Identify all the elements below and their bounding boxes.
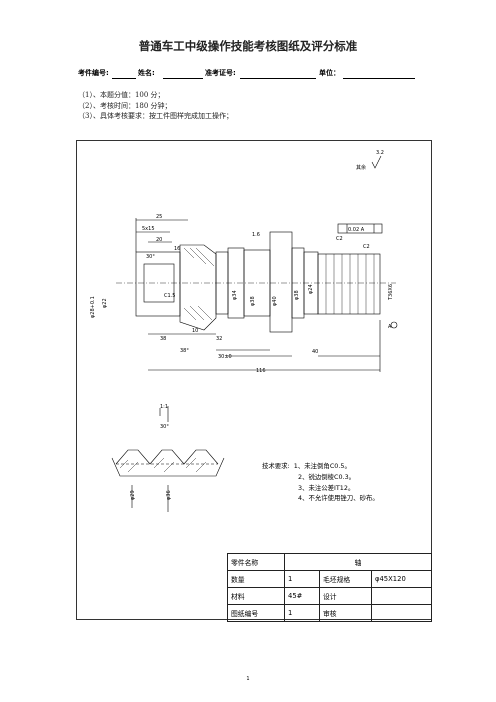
dim-38b: 38° <box>180 348 189 354</box>
dim-16: 16 <box>174 246 180 252</box>
dim-angle-30: 30° <box>146 254 155 260</box>
name-blank[interactable] <box>163 78 203 79</box>
cert-no-blank[interactable] <box>240 78 316 79</box>
dim-20: 20 <box>156 237 162 243</box>
unit-label: 单位： <box>319 69 340 77</box>
dim-d6: φ40 <box>272 296 278 306</box>
dim-d4: φ34 <box>232 290 238 300</box>
tech-item-1: 1、未注倒角C0.5。 <box>293 462 351 470</box>
review-value[interactable] <box>371 604 432 622</box>
note-score: （1）、本题分值：100 分； <box>78 91 165 99</box>
dim-38-bore: 38 <box>160 336 166 342</box>
dim-d5: φ38 <box>250 296 256 306</box>
dim-10: 10 <box>192 328 198 334</box>
page-title: 普通车工中级操作技能考核图纸及评分标准 <box>138 39 358 53</box>
tech-title: 技术要求: <box>262 462 290 470</box>
dim-c15: C1.5 <box>164 293 175 299</box>
material-value: 45# <box>284 587 320 605</box>
part-name: 轴 <box>284 553 432 571</box>
dim-32: 32 <box>216 336 222 342</box>
dim-40: 40 <box>312 349 318 355</box>
detail-d2: φ36 <box>166 490 172 500</box>
exam-notes: （1）、本题分值：100 分； （2）、考核时间：180 分钟； （3）、具体考… <box>78 90 233 122</box>
blank-label: 毛坯规格 <box>319 570 372 588</box>
shaft-drawing: 其余 3.2 25 5x15 20 16 30° C1.5 10 38 38° … <box>90 150 398 512</box>
dim-d1: φ28+0.1 <box>90 296 96 318</box>
review-label: 审核 <box>319 604 372 622</box>
dim-d7: φ38 <box>294 290 300 300</box>
note-requirement: （3）、具体考核要求：按工件图样完成加工操作； <box>78 112 233 120</box>
part-name-label: 零件名称 <box>227 553 285 571</box>
material-label: 材料 <box>227 587 285 605</box>
roughness-value: 3.2 <box>376 150 384 156</box>
title-block: 零件名称 轴 数量 1 毛坯规格 φ45X120 材料 45# 设计 图纸编号 … <box>227 553 432 622</box>
candidate-info-row: 考件编号: 姓名: 准考证号: 单位： <box>78 68 418 82</box>
dim-d2: φ22 <box>102 298 108 308</box>
tech-item-3: 3、未注公差IT12。 <box>298 483 355 492</box>
dim-25: 25 <box>156 214 162 220</box>
tech-item-4: 4、不允许使用锉刀、砂布。 <box>298 494 379 503</box>
drawing-no-value: 1 <box>284 604 320 622</box>
dim-c2-b: C2 <box>363 244 370 250</box>
dim-116: 116 <box>256 368 266 374</box>
roughness-symbol <box>371 155 382 169</box>
dim-5x15: 5x15 <box>142 226 155 232</box>
exam-no-label: 考件编号: <box>78 69 109 77</box>
drawing-no-label: 图纸编号 <box>227 604 285 622</box>
detail-d1: φ29 <box>130 490 136 500</box>
dim-c2-a: C2 <box>336 236 343 242</box>
design-value[interactable] <box>371 587 432 605</box>
dim-thread: T36X6 <box>388 284 394 301</box>
dim-30b: 30±0 <box>218 354 232 360</box>
technical-requirements: 技术要求: 1、未注倒角C0.5。 2、锐边倒棱C0.3。 3、未注公差IT12… <box>262 461 379 504</box>
design-label: 设计 <box>319 587 372 605</box>
qty-value: 1 <box>284 570 320 588</box>
name-label: 姓名: <box>138 69 155 77</box>
roughness-other-label: 其余 <box>356 164 366 171</box>
note-time: （2）、考核时间：180 分钟； <box>78 101 172 110</box>
tech-item-2: 2、锐边倒棱C0.3。 <box>298 472 356 481</box>
unit-blank[interactable] <box>343 78 415 79</box>
page-number: 1 <box>246 676 250 682</box>
tolerance-box: 0.02 A <box>348 227 365 233</box>
exam-no-blank[interactable] <box>112 78 136 79</box>
ra-1-6: 1.6 <box>252 232 260 238</box>
detail-angle: 30° <box>160 424 169 430</box>
blank-value: φ45X120 <box>371 570 432 588</box>
datum-label: A <box>388 324 392 330</box>
qty-label: 数量 <box>227 570 285 588</box>
cert-no-label: 准考证号: <box>205 69 236 77</box>
dim-d8: φ24 <box>308 284 314 294</box>
detail-scale: 1:1 <box>160 404 168 410</box>
